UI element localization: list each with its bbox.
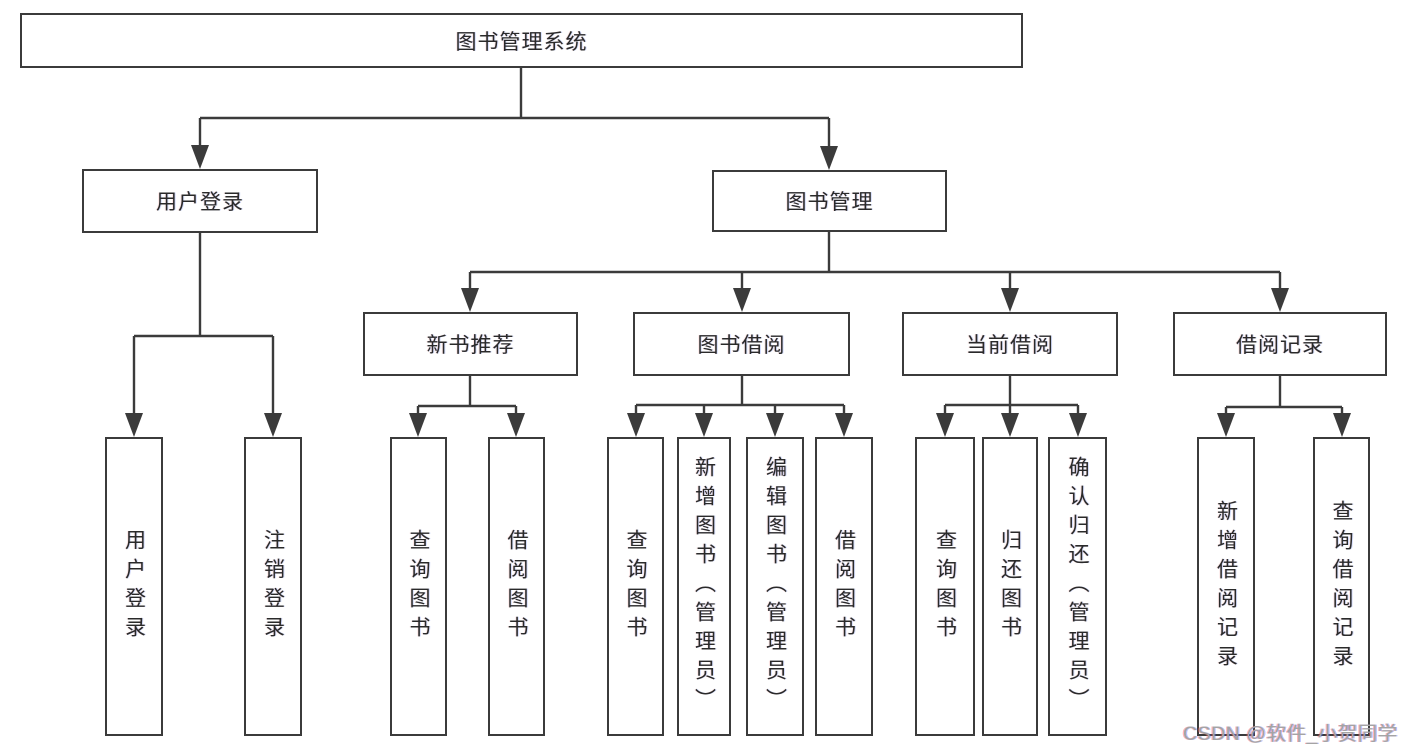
- node-borrow-records-label: 借阅记录: [1236, 334, 1324, 357]
- node-query-books-current-label: 查询图书: [933, 528, 957, 645]
- node-add-books-admin-label: 新增图书（管理员）: [692, 456, 716, 717]
- node-book-management-label: 图书管理: [785, 191, 874, 214]
- node-edit-books-admin-label: 编辑图书（管理员）: [763, 456, 787, 717]
- arrowheads-current-borrow-branch: [936, 413, 1087, 437]
- node-library-system-label: 图书管理系统: [455, 30, 588, 54]
- arrowheads-borrow-records-branch: [1217, 413, 1351, 437]
- node-book-management: 图书管理: [712, 170, 947, 232]
- connector-book-management-branch: [468, 232, 1282, 293]
- node-user-login: 用户登录: [82, 169, 318, 233]
- node-query-books-recommend-label: 查询图书: [407, 528, 430, 645]
- node-add-borrow-record-label: 新增借阅记录: [1214, 499, 1238, 674]
- arrowheads-book-borrow-branch: [627, 413, 853, 437]
- node-user-login-label: 用户登录: [156, 191, 244, 214]
- connector-root-branch: [198, 68, 831, 151]
- node-user-login-action-label: 用户登录: [122, 528, 146, 645]
- node-query-books-borrow: 查询图书: [607, 437, 664, 736]
- node-library-system: 图书管理系统: [20, 13, 1023, 68]
- node-confirm-return-admin-label: 确认归还（管理员）: [1066, 456, 1089, 717]
- node-return-books-label: 归还图书: [998, 528, 1022, 645]
- node-query-books-borrow-label: 查询图书: [624, 528, 647, 645]
- node-confirm-return-admin: 确认归还（管理员）: [1048, 437, 1107, 736]
- arrowheads-book-management-branch: [461, 288, 1289, 312]
- node-new-book-recommend-label: 新书推荐: [426, 334, 515, 357]
- node-borrow-books-action: 借阅图书: [815, 437, 873, 736]
- node-add-books-admin: 新增图书（管理员）: [677, 437, 731, 736]
- connector-new-book-branch: [416, 376, 518, 418]
- connector-user-login-branch: [132, 233, 275, 418]
- connector-borrow-records-branch: [1224, 376, 1344, 418]
- node-logout-action: 注销登录: [244, 437, 302, 736]
- node-query-books-current: 查询图书: [915, 437, 975, 736]
- node-borrow-books-recommend-label: 借阅图书: [505, 528, 528, 645]
- node-query-borrow-record: 查询借阅记录: [1313, 437, 1370, 736]
- csdn-watermark: CSDN @软件_小贺同学: [1183, 723, 1398, 745]
- node-user-login-action: 用户登录: [105, 437, 163, 736]
- node-return-books: 归还图书: [982, 437, 1038, 736]
- node-current-borrow-label: 当前借阅: [966, 334, 1054, 357]
- connector-current-borrow-branch: [943, 376, 1080, 418]
- node-book-borrow: 图书借阅: [633, 312, 850, 376]
- node-borrow-records: 借阅记录: [1173, 312, 1387, 376]
- node-new-book-recommend: 新书推荐: [363, 312, 578, 376]
- node-borrow-books-action-label: 借阅图书: [832, 528, 856, 645]
- node-add-borrow-record: 新增借阅记录: [1197, 437, 1255, 736]
- arrowheads-user-login-branch: [125, 413, 282, 437]
- node-current-borrow: 当前借阅: [902, 312, 1118, 376]
- node-edit-books-admin: 编辑图书（管理员）: [746, 437, 804, 736]
- arrowheads-root-branch: [191, 145, 838, 170]
- node-logout-action-label: 注销登录: [261, 528, 285, 645]
- connector-book-borrow-branch: [634, 376, 846, 418]
- arrowheads-new-book-branch: [409, 413, 525, 437]
- node-query-borrow-record-label: 查询借阅记录: [1330, 499, 1353, 674]
- node-borrow-books-recommend: 借阅图书: [488, 437, 545, 736]
- node-book-borrow-label: 图书借阅: [697, 334, 786, 357]
- node-query-books-recommend: 查询图书: [390, 437, 447, 736]
